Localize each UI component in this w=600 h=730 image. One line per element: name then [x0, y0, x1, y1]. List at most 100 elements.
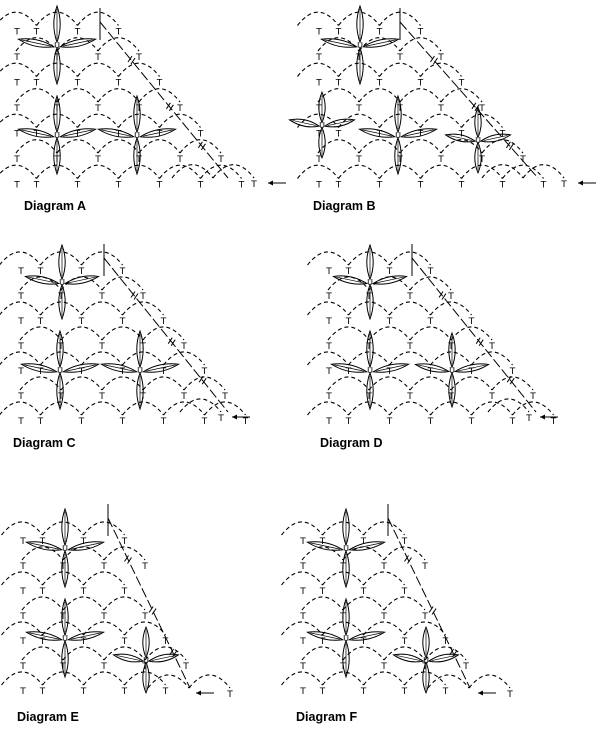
- stitch-symbol: T: [442, 637, 449, 647]
- stitch-symbol: T: [427, 317, 434, 327]
- diagram-e-caption: Diagram E: [17, 710, 79, 724]
- chain-arch: [21, 646, 64, 661]
- chain-arch: [430, 301, 472, 316]
- leaf-petal: [342, 507, 350, 547]
- arrow-left-icon: [232, 414, 250, 420]
- flower-center: U: [143, 656, 149, 665]
- chain-arch: [409, 276, 452, 291]
- leaf-petal: [342, 549, 350, 589]
- stitch-symbol: T: [197, 181, 204, 191]
- stitch-symbol: T: [560, 180, 567, 190]
- chain-arch: [389, 401, 431, 416]
- stitch-symbol: T: [355, 155, 362, 165]
- stitch-symbol: T: [437, 104, 444, 114]
- stitch-symbol: T: [37, 417, 44, 427]
- chain-arch: [81, 301, 123, 316]
- stitch-symbol: T: [176, 155, 183, 165]
- chain-arch: [97, 139, 140, 154]
- leaf-petal: [422, 661, 430, 695]
- stitch-symbol: T: [417, 130, 424, 140]
- chain-arch: [481, 164, 524, 179]
- stitch-symbol: T: [197, 130, 204, 140]
- leaf-petal: [305, 631, 345, 641]
- stitch-symbol: T: [141, 562, 148, 572]
- edge-tick: [198, 375, 207, 385]
- leaf-petal: [474, 105, 482, 139]
- stitch-symbol: T: [17, 392, 24, 402]
- chain-arch: [348, 301, 390, 316]
- chain-arch: [83, 621, 125, 636]
- chain-arch: [322, 571, 364, 586]
- stitch-symbol: T: [13, 155, 20, 165]
- leaf-petal: [318, 90, 326, 124]
- diagram-a-caption: Diagram A: [24, 199, 87, 213]
- chain-arch: [383, 546, 426, 561]
- stitch-symbol: T: [406, 292, 413, 302]
- stitch-symbol: T: [335, 181, 342, 191]
- chain-arch: [420, 164, 462, 179]
- chain-arch: [317, 88, 360, 103]
- leaf-petal: [453, 363, 490, 373]
- stitch-symbol: T: [401, 537, 408, 547]
- chain-arch: [461, 113, 503, 128]
- stitch-symbol: T: [135, 53, 142, 63]
- leaf-petal: [342, 597, 350, 637]
- chain-arch: [19, 276, 62, 291]
- stitch-symbol: T: [57, 392, 64, 402]
- stitch-symbol: T: [121, 587, 128, 597]
- chain-arch: [77, 11, 119, 26]
- chain-arch: [307, 301, 349, 316]
- stitch-symbol: T: [360, 537, 367, 547]
- chain-arch: [404, 671, 446, 686]
- chain-arch: [138, 88, 181, 103]
- leaf-petal: [58, 128, 98, 138]
- stitch-symbol: T: [319, 587, 326, 597]
- stitch-symbol: T: [376, 79, 383, 89]
- leaf-petal: [366, 243, 374, 281]
- chain-arch: [188, 674, 231, 689]
- chain-arch: [60, 276, 103, 291]
- stitch-symbol: T: [180, 392, 187, 402]
- leaf-petal: [342, 639, 350, 679]
- arrow-left-icon: [578, 180, 596, 186]
- chain-arch: [307, 351, 349, 366]
- chain-arch: [358, 37, 401, 52]
- stitch-symbol: T: [401, 637, 408, 647]
- chain-arch: [0, 113, 37, 128]
- chain-arch: [36, 164, 78, 179]
- stitch-symbol: T: [37, 367, 44, 377]
- stitch-symbol: T: [78, 417, 85, 427]
- diagonal-edge: [99, 21, 229, 179]
- stitch-symbol: T: [37, 317, 44, 327]
- stitch-symbol: T: [315, 79, 322, 89]
- stitch-symbol: T: [33, 130, 40, 140]
- stitch-symbol: T: [94, 104, 101, 114]
- chain-arch: [77, 62, 119, 77]
- stitch-symbol: T: [355, 104, 362, 114]
- chain-arch: [15, 139, 58, 154]
- chain-arch: [368, 326, 411, 341]
- stitch-symbol: T: [396, 104, 403, 114]
- stitch-symbol: T: [180, 342, 187, 352]
- chain-arch: [322, 671, 364, 686]
- leaf-petal: [56, 371, 64, 411]
- stitch-symbol: T: [115, 79, 122, 89]
- leaf-petal: [319, 38, 359, 48]
- stitch-symbol: T: [19, 662, 26, 672]
- leaf-petal: [305, 541, 345, 551]
- leaf-petal: [371, 363, 411, 373]
- leaf-petal: [392, 653, 425, 663]
- stitch-symbol: T: [401, 687, 408, 697]
- stitch-symbol: T: [201, 417, 208, 427]
- leaf-petal: [19, 363, 59, 373]
- chain-arch: [36, 113, 78, 128]
- stitch-symbol: T: [19, 637, 26, 647]
- stitch-symbol: T: [100, 612, 107, 622]
- leaf-petal: [58, 283, 66, 321]
- stitch-symbol: T: [100, 662, 107, 672]
- flower-center: U: [367, 366, 373, 375]
- leaf-petal: [394, 94, 402, 134]
- stitch-symbol: T: [156, 181, 163, 191]
- leaf-petal: [394, 136, 402, 176]
